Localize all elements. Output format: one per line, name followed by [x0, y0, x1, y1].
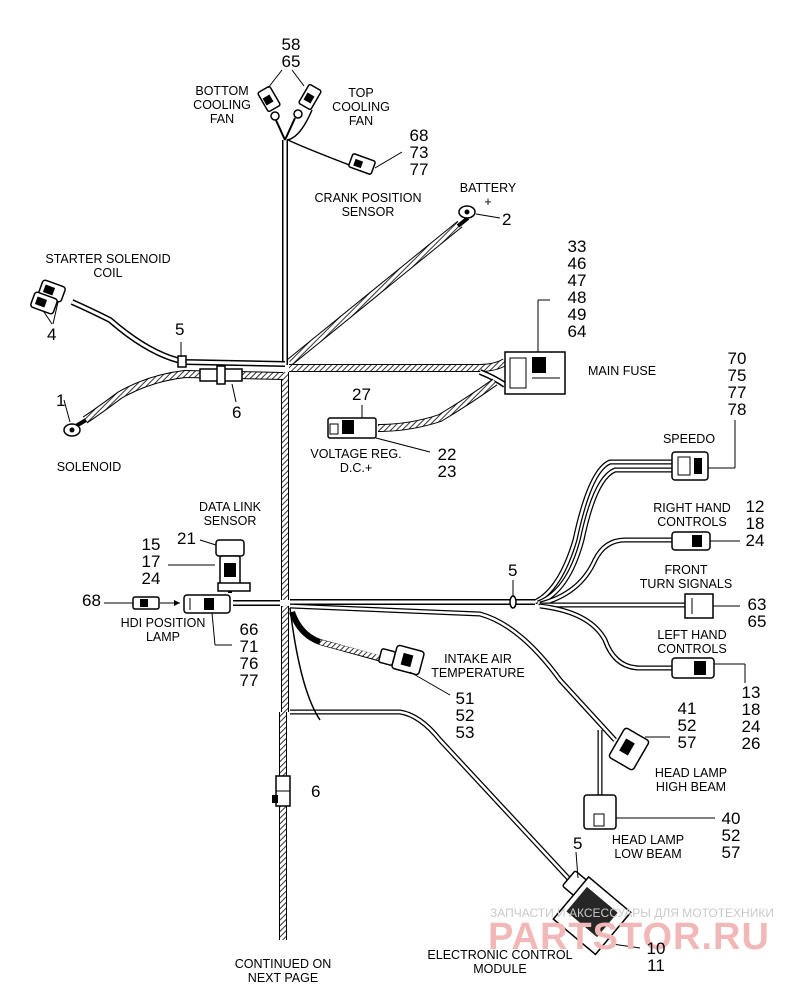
voltage-reg-label: VOLTAGE REG.D.C.+	[310, 447, 402, 475]
connector-left-callout: 6	[232, 403, 242, 422]
intake-air-branch	[289, 610, 451, 696]
watermark-logo: PARTSTOR.RU	[488, 916, 770, 958]
connector-lower-callout: 6	[311, 782, 321, 801]
battery-label: BATTERY+	[459, 181, 517, 209]
right-harness	[290, 420, 746, 683]
starter-coil-callout: 4	[47, 325, 57, 344]
splice-mid-callout: 5	[508, 561, 518, 580]
data-link-top-callout: 21	[177, 529, 196, 548]
ecm-branch	[289, 607, 641, 956]
voltage-reg-top-callout: 27	[352, 385, 371, 404]
solenoid-callout: 1	[56, 391, 66, 410]
ecm-top-callout: 5	[573, 834, 583, 853]
hdi-lamp-callout: 68	[82, 591, 101, 610]
top-cooling-fan-connector	[293, 83, 322, 119]
watermark-tagline: ЗАПЧАСТИ И АКСЕССУАРЫ ДЛЯ МОТОТЕХНИКИ	[490, 906, 774, 920]
main-trunk	[272, 140, 291, 940]
solenoid-label: SOLENOID	[56, 460, 122, 474]
main-fuse-label: MAIN FUSE	[587, 364, 657, 378]
battery-callout: 2	[502, 210, 512, 229]
voltage-regulator-branch	[327, 378, 498, 453]
fan-branch	[274, 109, 313, 141]
solenoid-branch	[63, 365, 284, 437]
speedo-label: SPEEDO	[662, 432, 716, 446]
starter-solenoid-branch	[30, 279, 286, 368]
head-lamp-branch	[289, 603, 715, 830]
crank-position-sensor	[287, 139, 403, 175]
splice-top-callout: 5	[175, 320, 185, 339]
data-link-branch	[104, 539, 280, 646]
main-fuse-branch	[289, 299, 566, 395]
bottom-cooling-fan-connector	[257, 85, 281, 121]
battery-lead	[287, 205, 501, 366]
